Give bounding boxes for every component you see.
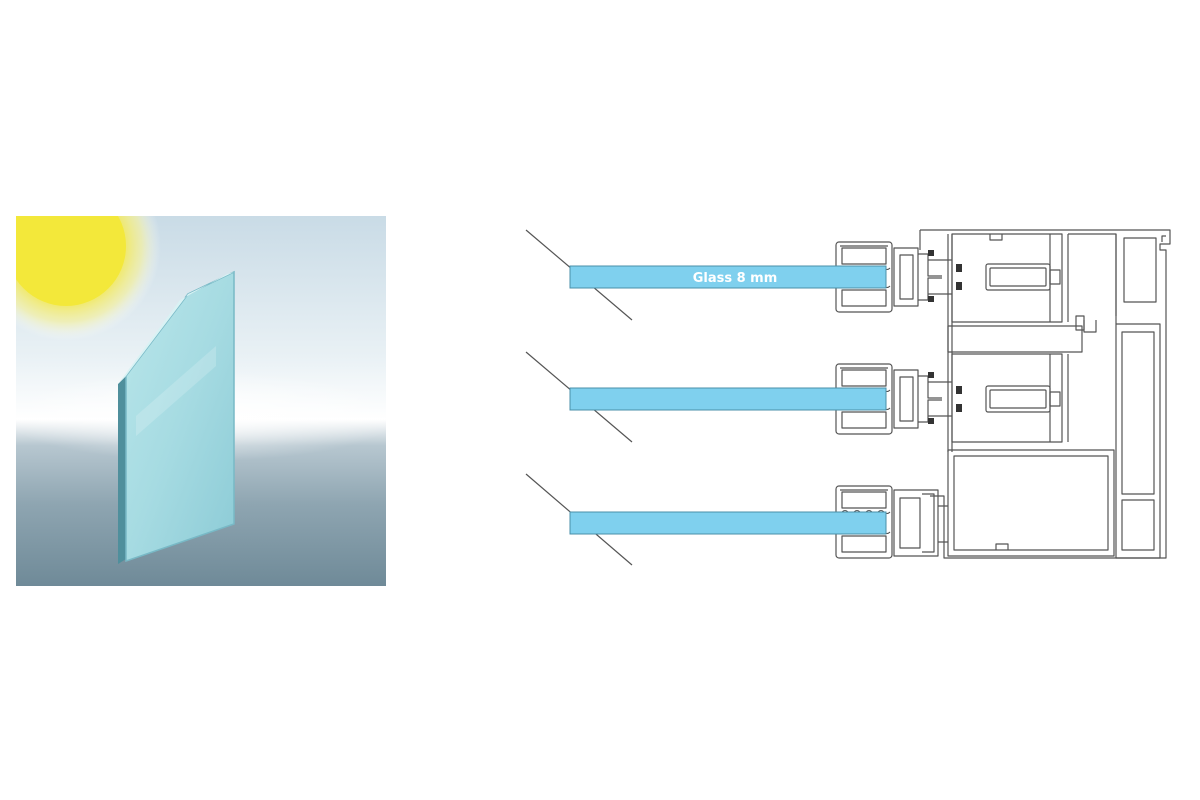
profile-diagram: Glass 8 mm [525, 229, 1171, 566]
glass-pane-illustration [16, 216, 386, 586]
glass-panes [569, 265, 887, 535]
glass-pane-scene [16, 216, 386, 586]
glass-pane-icon [118, 270, 235, 564]
glass-pane-middle [569, 387, 887, 411]
glass-thickness-label: Glass 8 mm [693, 271, 778, 286]
gaskets [928, 250, 962, 424]
profile-cross-section: Glass 8 mm [520, 220, 1180, 580]
glass-pane-bottom [569, 511, 887, 535]
glass-pane-top [569, 265, 887, 289]
